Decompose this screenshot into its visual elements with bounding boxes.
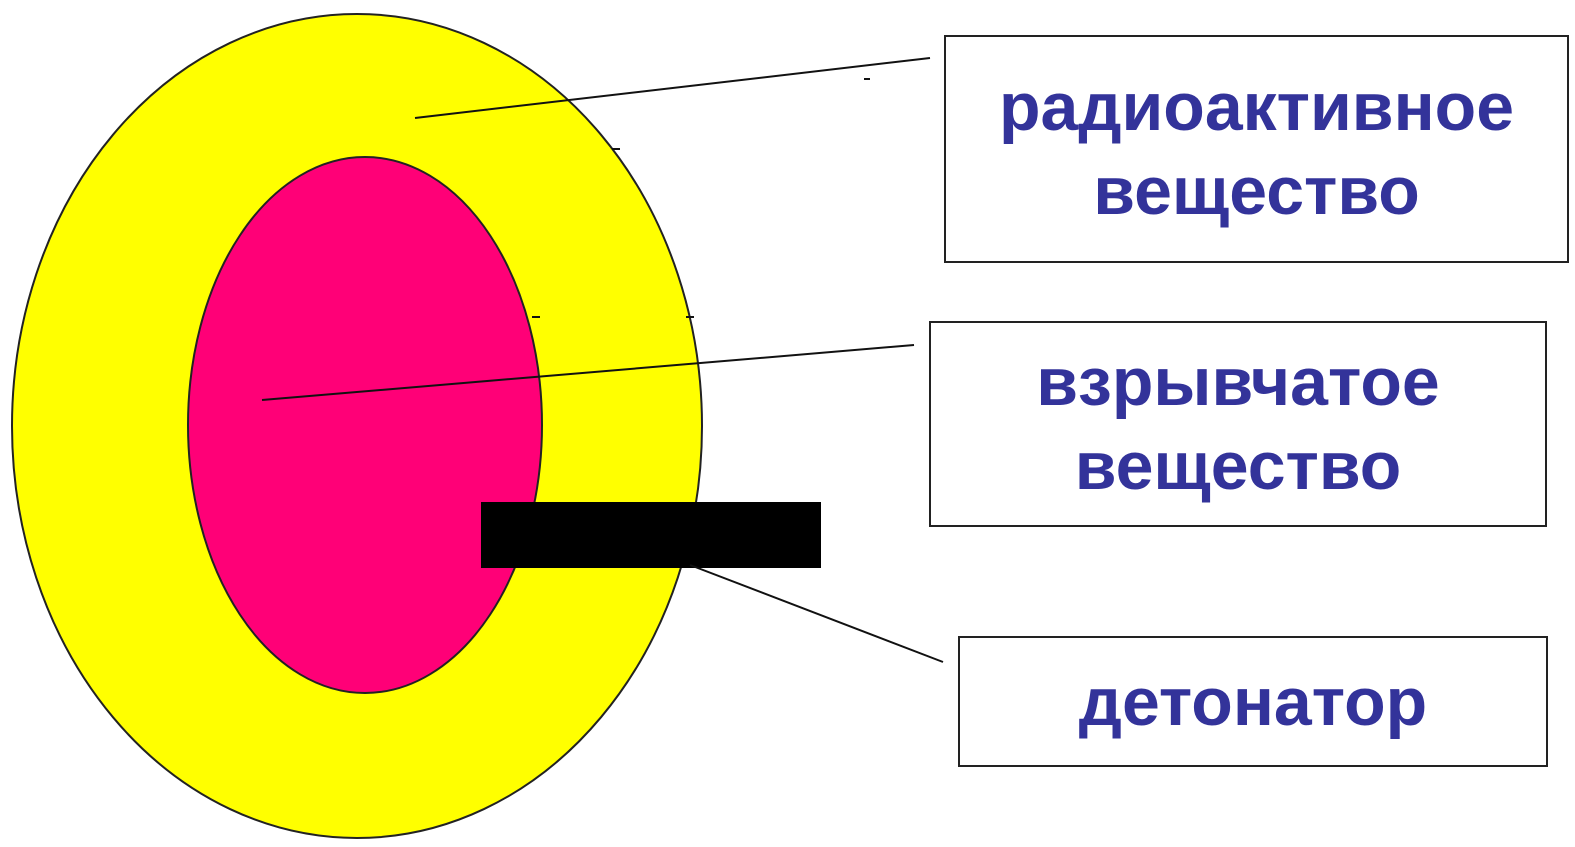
explosive-core [188,157,542,693]
radioactive-label-line1: радиоактивное [999,65,1514,149]
leader-line-detonator [690,565,943,662]
explosive-label-line2: вещество [1075,424,1402,508]
radioactive-label-line2: вещество [1093,149,1420,233]
explosive-label-line1: взрывчатое [1036,340,1439,424]
detonator-bar [481,502,821,568]
explosive-material-label-box: взрывчатое вещество [929,321,1547,527]
radioactive-material-label-box: радиоактивное вещество [944,35,1569,263]
detonator-label: детонатор [1079,660,1427,744]
detonator-label-box: детонатор [958,636,1548,767]
